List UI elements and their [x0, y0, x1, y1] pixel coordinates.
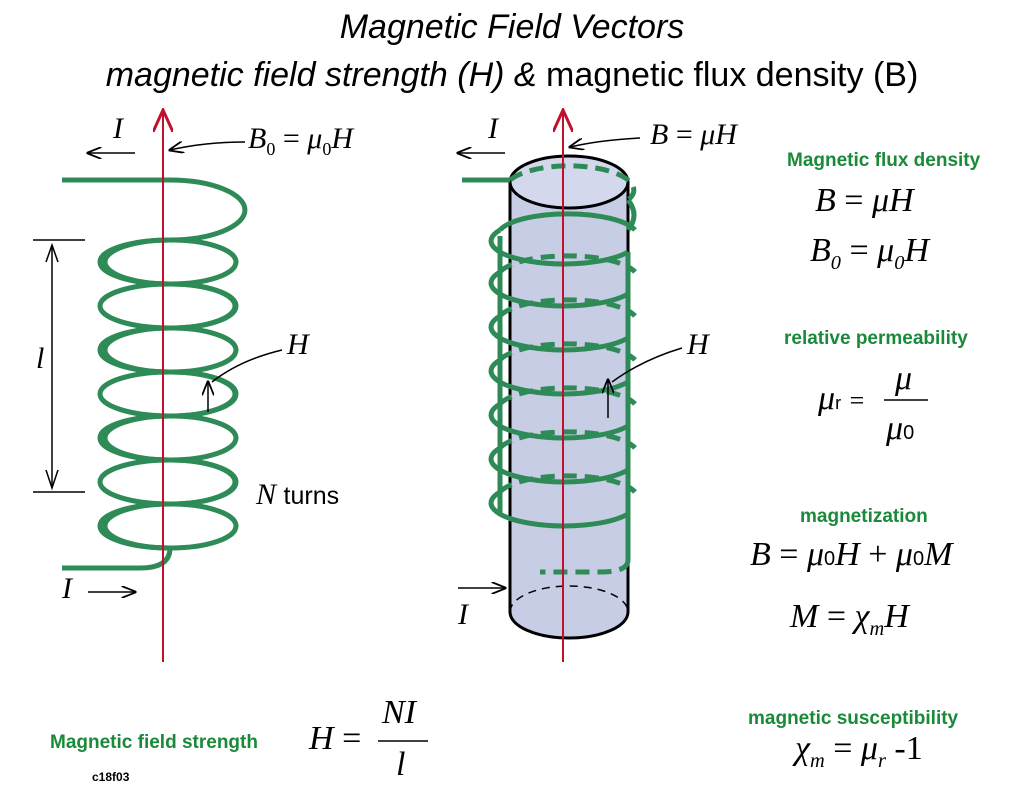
eq-mu-r-lhs: μr =	[818, 380, 865, 417]
left-field-eq: B0 = μ0H	[248, 122, 353, 159]
right-field-eq: B = μH	[650, 118, 737, 151]
left-length: l	[36, 342, 45, 375]
label-flux-density: Magnetic flux density	[787, 150, 981, 171]
title-line1: Magnetic Field Vectors	[339, 8, 685, 46]
title-line2-italic: magnetic field strength (H) &	[105, 56, 537, 94]
left-h-label: H	[287, 328, 309, 361]
eq-mu-r-num: μ	[895, 360, 913, 397]
right-h-label: H	[687, 328, 709, 361]
eq-chi-m: χm = μr -1	[795, 730, 923, 772]
right-solenoid	[458, 112, 683, 662]
figure-caption: c18f03	[92, 770, 130, 784]
label-susceptibility: magnetic susceptibility	[748, 708, 959, 729]
eq-m-chi-h: M = χmH	[790, 598, 909, 640]
left-current-top: I	[113, 112, 123, 145]
eq-h-lhs: H =	[309, 720, 362, 757]
title-line2-normal: magnetic flux density (B)	[536, 56, 919, 94]
left-turns: N turns	[256, 478, 340, 511]
label-magnetization: magnetization	[800, 506, 928, 527]
eq-h-num: NI	[382, 694, 416, 731]
eq-magnetization: B = μ0H + μ0M	[750, 536, 953, 573]
title-line2: magnetic field strength (H) & magnetic f…	[0, 56, 1024, 95]
left-current-bottom: I	[62, 572, 72, 605]
right-current-bottom: I	[458, 598, 468, 631]
eq-h-den: l	[396, 746, 406, 783]
eq-b-mu-h: B = μH	[815, 182, 914, 219]
eq-b0-mu0-h: B0 = μ0H	[810, 232, 930, 274]
label-field-strength: Magnetic field strength	[50, 732, 258, 753]
right-current-top: I	[488, 112, 498, 145]
label-permeability: relative permeability	[784, 328, 968, 349]
eq-mu-r-den: μ0	[886, 410, 915, 447]
left-solenoid	[33, 112, 283, 662]
